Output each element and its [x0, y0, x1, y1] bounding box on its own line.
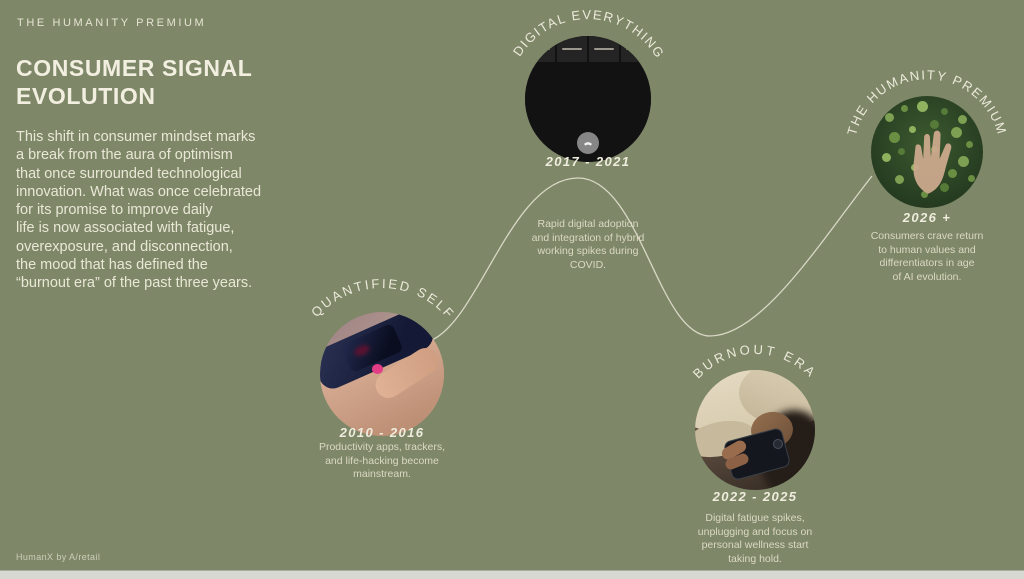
participant-name-tile — [589, 36, 619, 62]
humanity-premium-photo — [871, 96, 983, 208]
date-digital-everything: 2017 - 2021 — [545, 154, 631, 169]
caption-digital-everything: Rapid digital adoption and integration o… — [531, 218, 645, 271]
caption-humanity-premium: Consumers crave return to human values a… — [870, 230, 984, 283]
caption-burnout-era: Digital fatigue spikes, unplugging and f… — [697, 512, 813, 565]
footer-credit: HumanX by A/retail — [16, 552, 101, 562]
bottom-strip — [0, 570, 1024, 579]
page-title: CONSUMER SIGNAL EVOLUTION — [16, 55, 253, 110]
hand-shape — [913, 130, 952, 194]
participant-name-tile — [621, 36, 651, 62]
caption-quantified-self: Productivity apps, trackers, and life-ha… — [318, 441, 446, 480]
intro-paragraph: This shift in consumer mindset marks a b… — [16, 129, 262, 292]
eyebrow-label: THE HUMANITY PREMIUM — [17, 17, 207, 29]
fern-leaves-shape — [871, 96, 878, 103]
phone-camera-dot — [773, 439, 783, 449]
digital-everything-photo — [525, 36, 651, 162]
date-burnout-era: 2022 - 2025 — [712, 489, 798, 504]
participant-name-tile — [525, 36, 555, 62]
burnout-era-photo — [695, 370, 815, 490]
quantified-self-photo — [320, 312, 444, 436]
hangup-call-icon — [577, 132, 599, 154]
date-humanity-premium: 2026 + — [902, 210, 952, 225]
date-quantified-self: 2010 - 2016 — [339, 425, 425, 440]
pink-nail-shape — [372, 364, 383, 374]
participant-name-tile — [557, 36, 587, 62]
